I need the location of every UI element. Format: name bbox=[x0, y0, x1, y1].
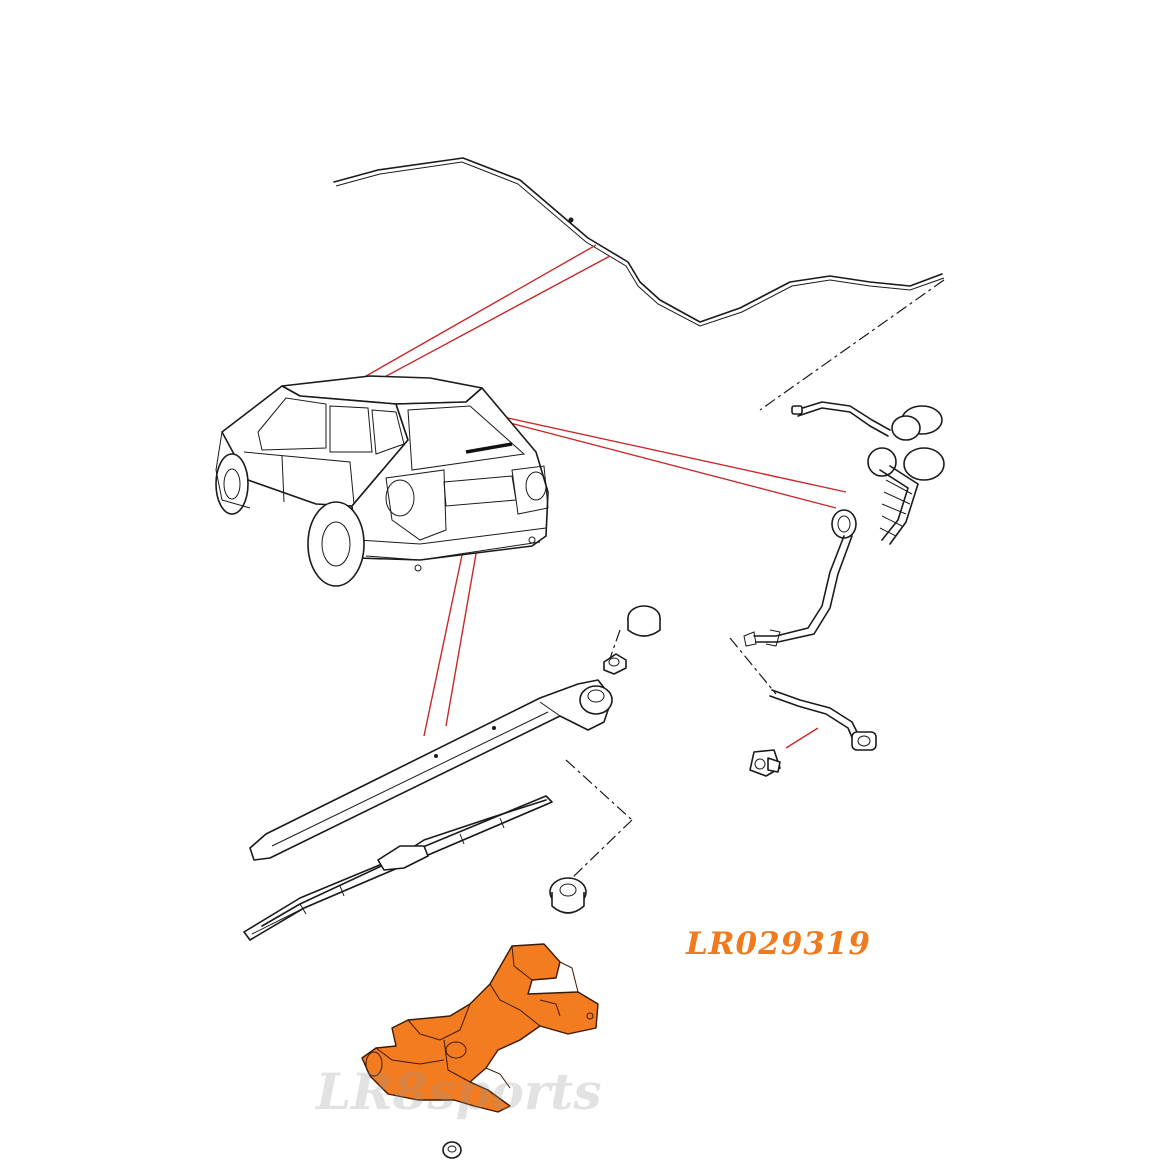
vehicle bbox=[215, 375, 549, 587]
grommet bbox=[549, 877, 587, 914]
connector-clip bbox=[749, 749, 781, 777]
part-number-label: LR029319 bbox=[686, 926, 871, 962]
arm-cap bbox=[627, 605, 661, 637]
wiper-blade bbox=[243, 795, 553, 941]
wiper-motor bbox=[361, 943, 599, 1113]
wiper-arm bbox=[249, 679, 613, 861]
fixing-nut bbox=[442, 1141, 462, 1159]
washer-tube bbox=[333, 157, 945, 327]
alignment-lines bbox=[565, 279, 945, 879]
connector-lead bbox=[769, 689, 877, 751]
watermark: LR8sports bbox=[316, 1062, 602, 1121]
wiring-harness bbox=[743, 401, 945, 647]
spindle-nut bbox=[603, 653, 627, 675]
